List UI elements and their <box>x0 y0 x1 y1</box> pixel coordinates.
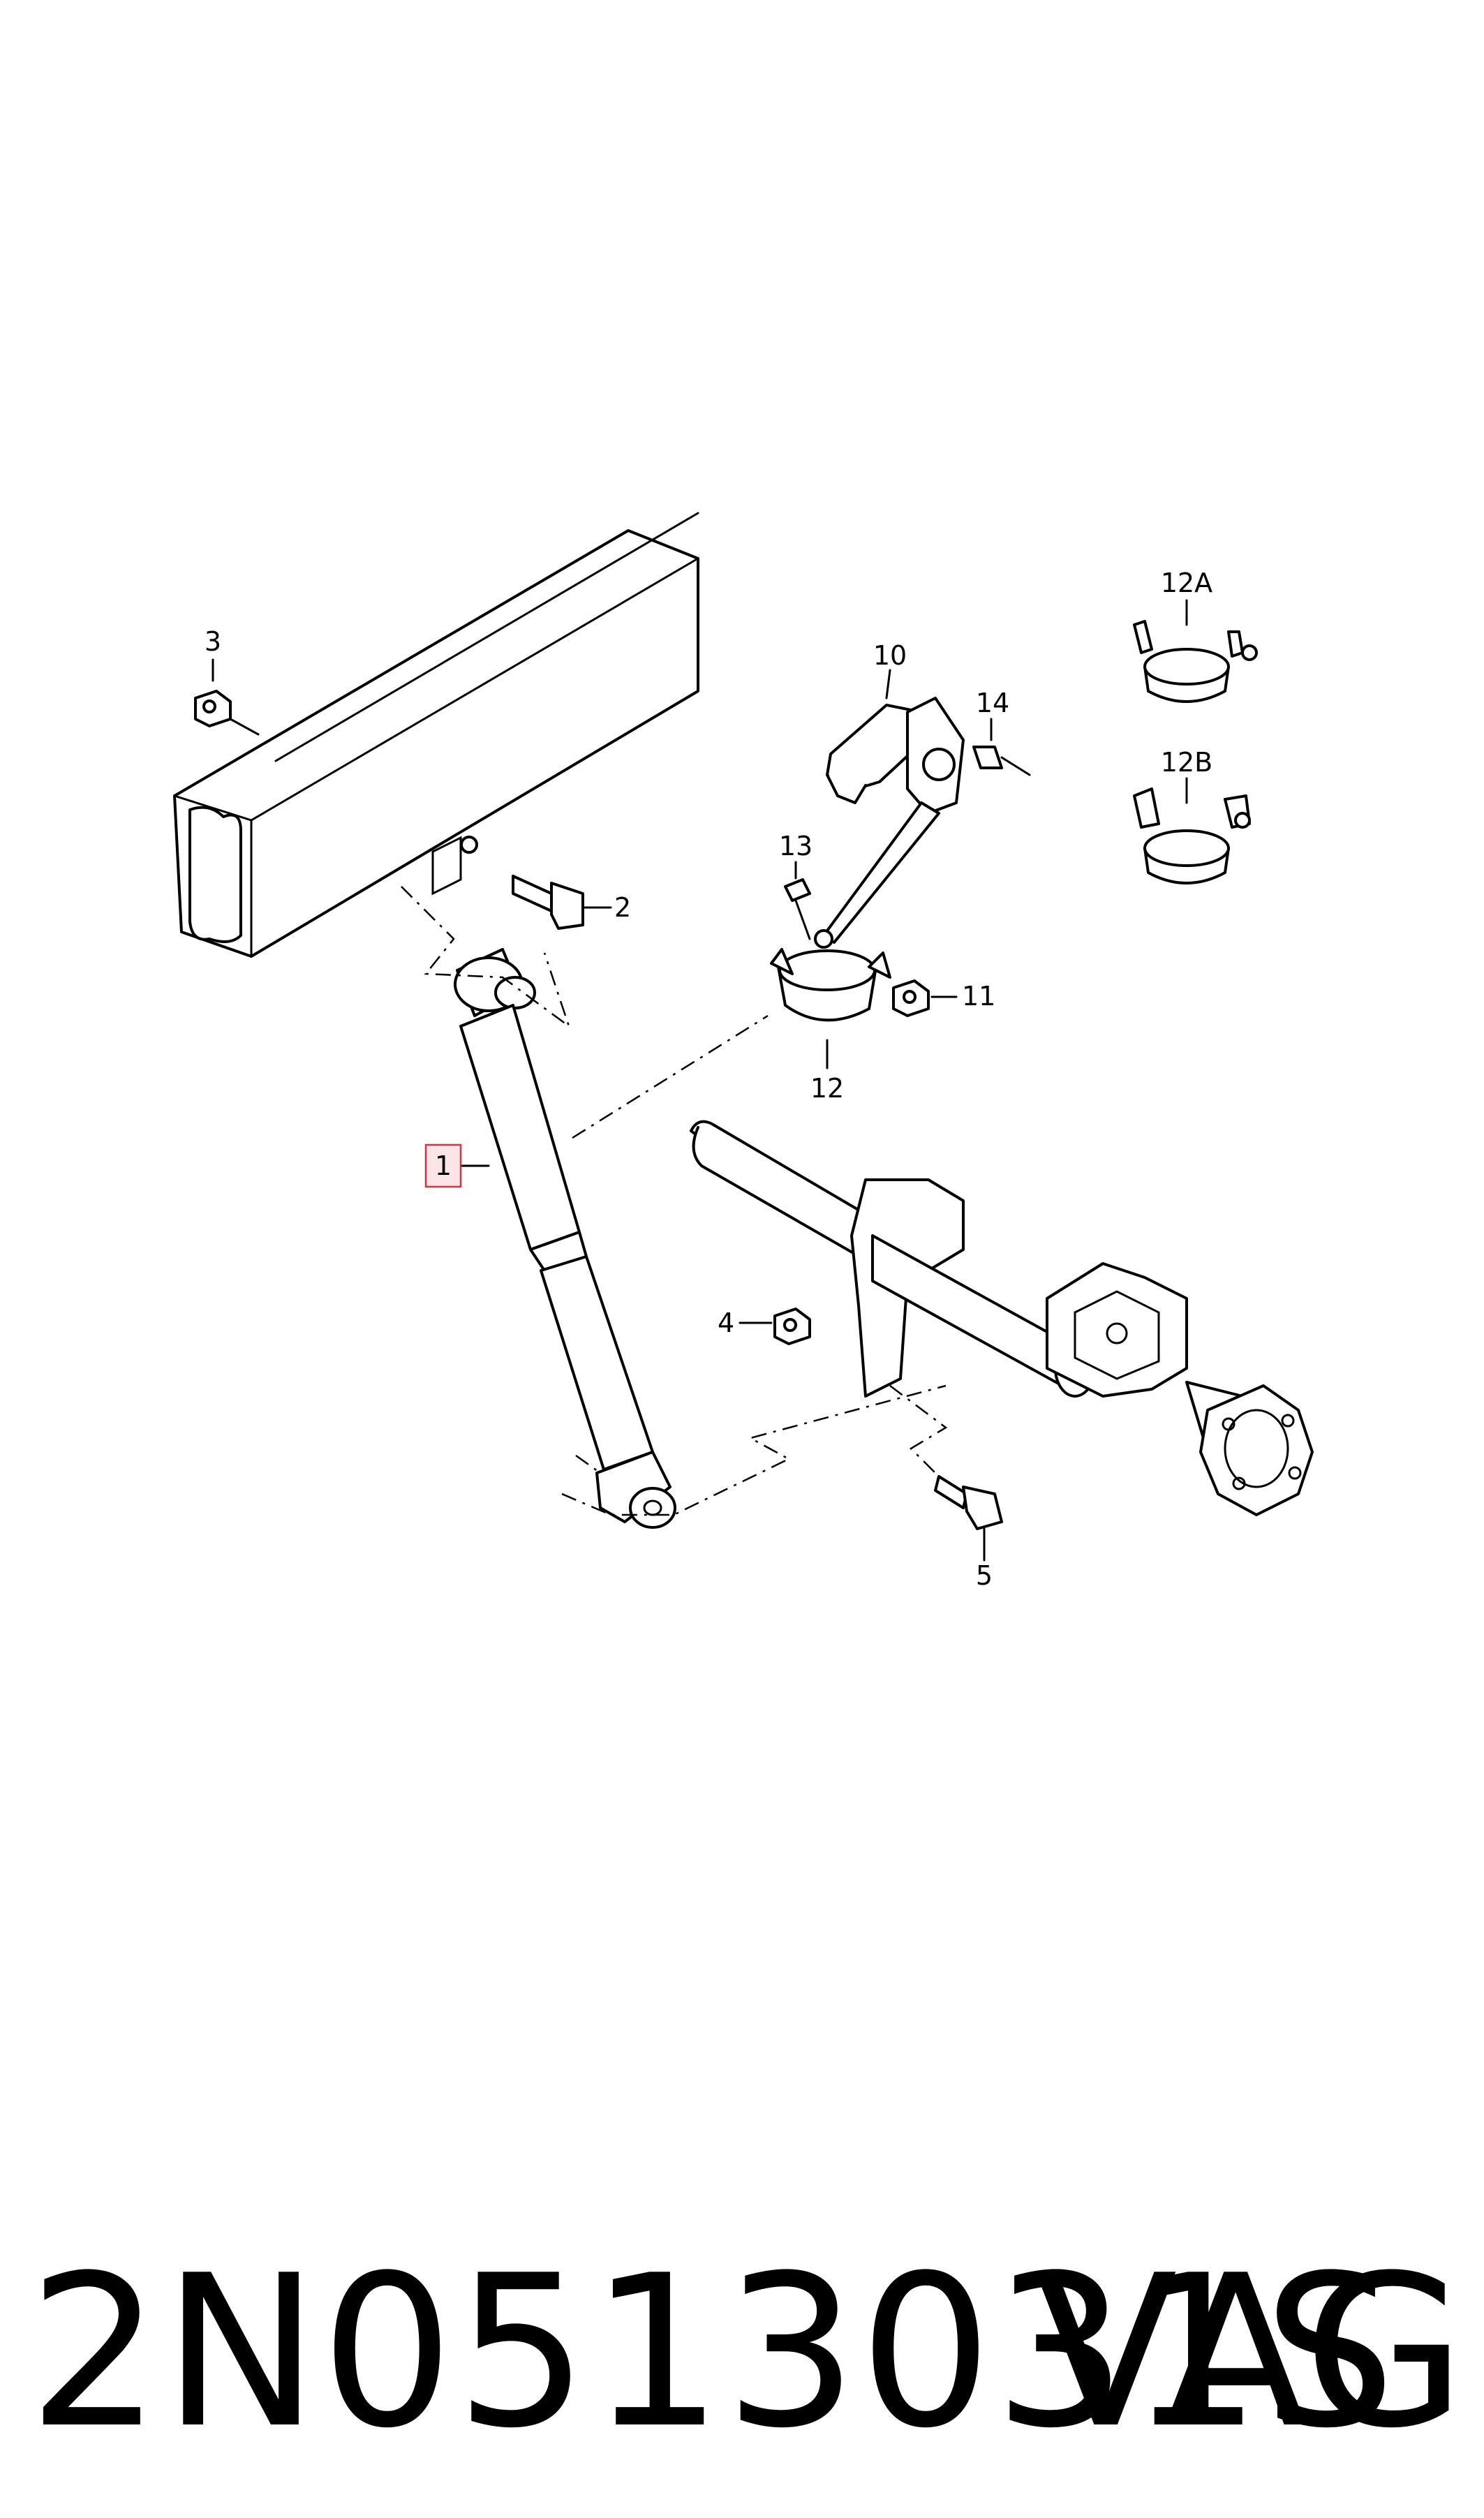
footer: 2N0513031S VAG <box>28 2213 1466 2492</box>
callout-10[interactable]: 10 <box>873 640 907 671</box>
callouts: 1 2 3 4 5 10 11 12 12A 12B 13 14 <box>205 568 1212 1591</box>
nut-4[interactable] <box>739 1308 811 1345</box>
nut-11[interactable] <box>892 979 958 1017</box>
level-sensor[interactable] <box>814 669 965 949</box>
rear-axle-beam <box>690 1120 1314 1516</box>
callout-1-highlight <box>424 1143 462 1188</box>
clamp-12[interactable] <box>770 948 891 1069</box>
nut-3[interactable] <box>194 658 260 736</box>
callout-2[interactable]: 2 <box>614 892 631 923</box>
brand-name: VAG <box>1034 2230 1466 2474</box>
rivet-14[interactable] <box>972 718 1031 776</box>
clamp-12a[interactable] <box>1133 599 1258 703</box>
parts-diagram: 1 2 3 4 5 10 11 12 12A 12B 13 14 <box>173 512 1314 1591</box>
callout-3[interactable]: 3 <box>205 626 221 657</box>
bolt-5[interactable] <box>934 1475 1003 1562</box>
mounting-outlines <box>401 886 948 1516</box>
part-number: 2N0513031S <box>28 2230 1397 2474</box>
callout-14[interactable]: 14 <box>976 688 1009 718</box>
callout-1[interactable]: 1 <box>435 1150 452 1181</box>
callout-13[interactable]: 13 <box>779 831 813 861</box>
frame-rail <box>173 512 699 958</box>
shock-absorber[interactable] <box>454 948 676 1529</box>
callout-12b[interactable]: 12B <box>1161 747 1212 778</box>
callout-11[interactable]: 11 <box>962 981 995 1012</box>
bolt-2[interactable] <box>460 836 612 930</box>
callout-12a[interactable]: 12A <box>1161 568 1212 598</box>
callout-4[interactable]: 4 <box>718 1308 734 1338</box>
clamp-12b[interactable] <box>1133 777 1251 884</box>
callout-12[interactable]: 12 <box>810 1073 844 1104</box>
bolt-13[interactable] <box>784 861 811 940</box>
callout-5[interactable]: 5 <box>976 1560 993 1591</box>
